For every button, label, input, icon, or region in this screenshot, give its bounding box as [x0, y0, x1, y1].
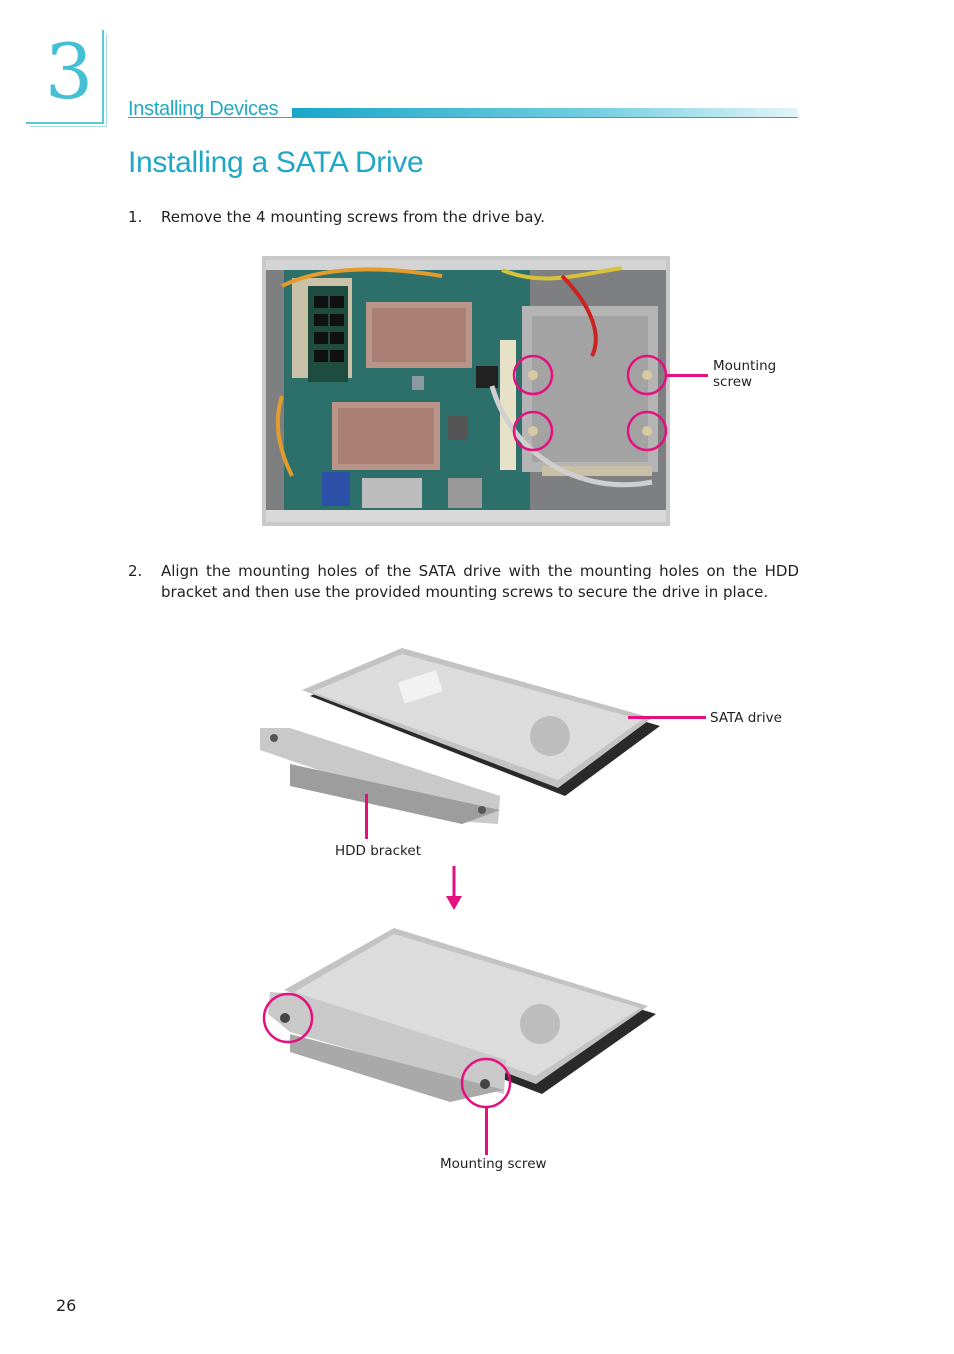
step-number: 1.: [128, 208, 143, 226]
board-photo: [262, 256, 670, 526]
chapter-frame-shadow: [30, 34, 107, 127]
callout-line: [666, 374, 708, 377]
step-2: 2. Align the mounting holes of the SATA …: [128, 561, 800, 627]
board-callout-circles: [512, 354, 668, 452]
mounting-screw-marker: [512, 410, 554, 452]
section-bar: [292, 108, 798, 118]
step-text: Align the mounting holes of the SATA dri…: [161, 562, 799, 601]
hdd-bracket-label: HDD bracket: [335, 843, 421, 859]
mounting-screw-label: Mounting screw: [713, 358, 777, 390]
assembled-callout-circles: [262, 992, 512, 1109]
step-number: 2.: [128, 562, 143, 580]
step-text: Remove the 4 mounting screws from the dr…: [161, 208, 545, 226]
step-1: 1. Remove the 4 mounting screws from the…: [128, 207, 800, 231]
mounting-screw-marker: [626, 410, 668, 452]
chapter-number: 3: [44, 27, 94, 116]
mounting-screw-label: Mounting screw: [440, 1156, 547, 1172]
drive-and-bracket-photo: [260, 648, 660, 824]
mounting-screw-marker: [626, 354, 668, 396]
callout-line: [628, 716, 706, 719]
section-rule: [128, 117, 798, 118]
page-title: Installing a SATA Drive: [128, 146, 424, 179]
sata-drive-label: SATA drive: [710, 710, 782, 726]
mounting-screw-marker: [512, 354, 554, 396]
chapter-frame: [26, 30, 104, 124]
assembled-drive-photo: [268, 928, 656, 1102]
mounting-screw-marker: [460, 1057, 512, 1109]
mounting-screw-marker: [262, 992, 314, 1044]
callout-line: [365, 794, 368, 839]
section-label: Installing Devices: [128, 98, 279, 120]
page-number: 26: [56, 1296, 77, 1315]
callout-line: [485, 1107, 488, 1155]
down-arrow-icon: [446, 866, 462, 910]
